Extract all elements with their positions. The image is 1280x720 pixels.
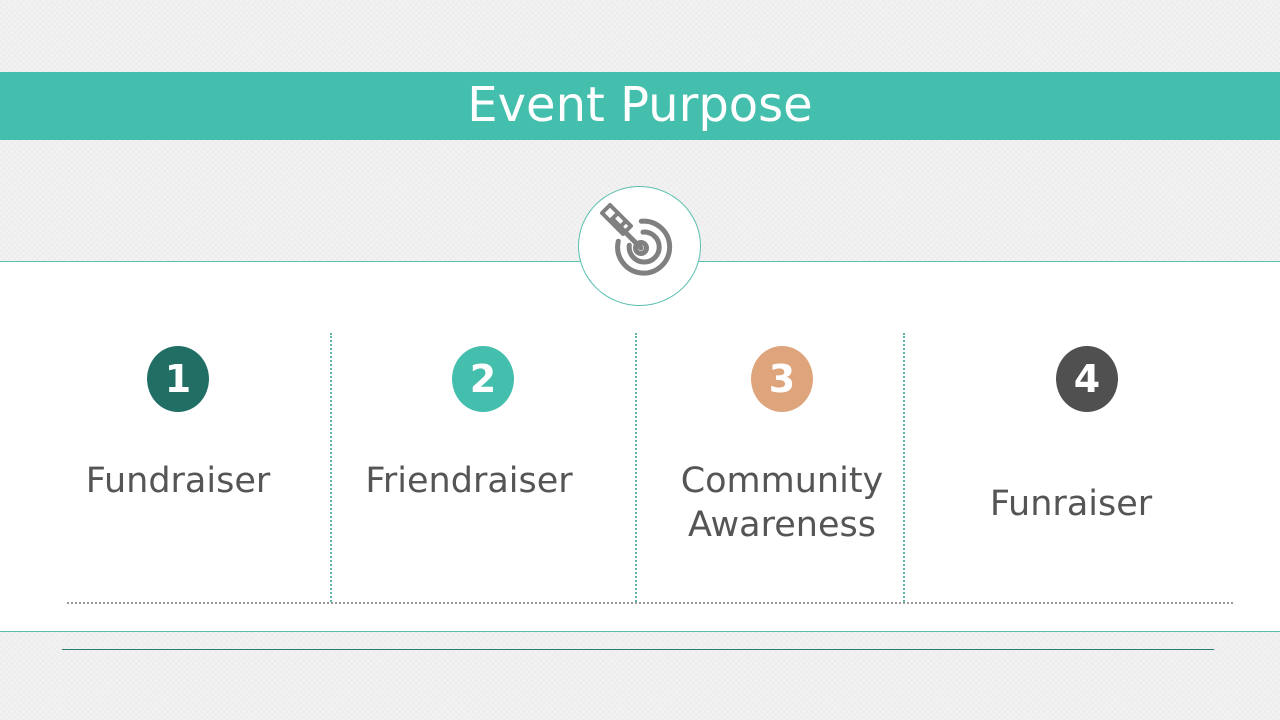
purpose-number-badge: 3 <box>751 346 813 412</box>
purpose-number-badge: 1 <box>147 346 209 412</box>
title-banner: Event Purpose <box>0 72 1280 140</box>
purpose-number-badge: 4 <box>1056 346 1118 412</box>
purpose-label: Friendraiser <box>365 461 573 501</box>
bottom-divider <box>62 649 1214 650</box>
purpose-label-line2: Awareness <box>688 505 876 545</box>
purpose-label: Fundraiser <box>85 461 271 501</box>
purpose-label: Funraiser <box>989 484 1153 524</box>
column-divider <box>635 333 637 602</box>
purpose-number-badge: 2 <box>452 346 514 412</box>
target-arrow-icon <box>600 203 673 276</box>
column-divider <box>330 333 332 602</box>
purpose-label-line1: Community <box>680 461 884 501</box>
target-icon-badge <box>578 186 701 306</box>
content-panel <box>0 261 1280 632</box>
dotted-baseline <box>67 602 1233 604</box>
slide-title: Event Purpose <box>467 77 813 133</box>
column-divider <box>903 333 905 602</box>
